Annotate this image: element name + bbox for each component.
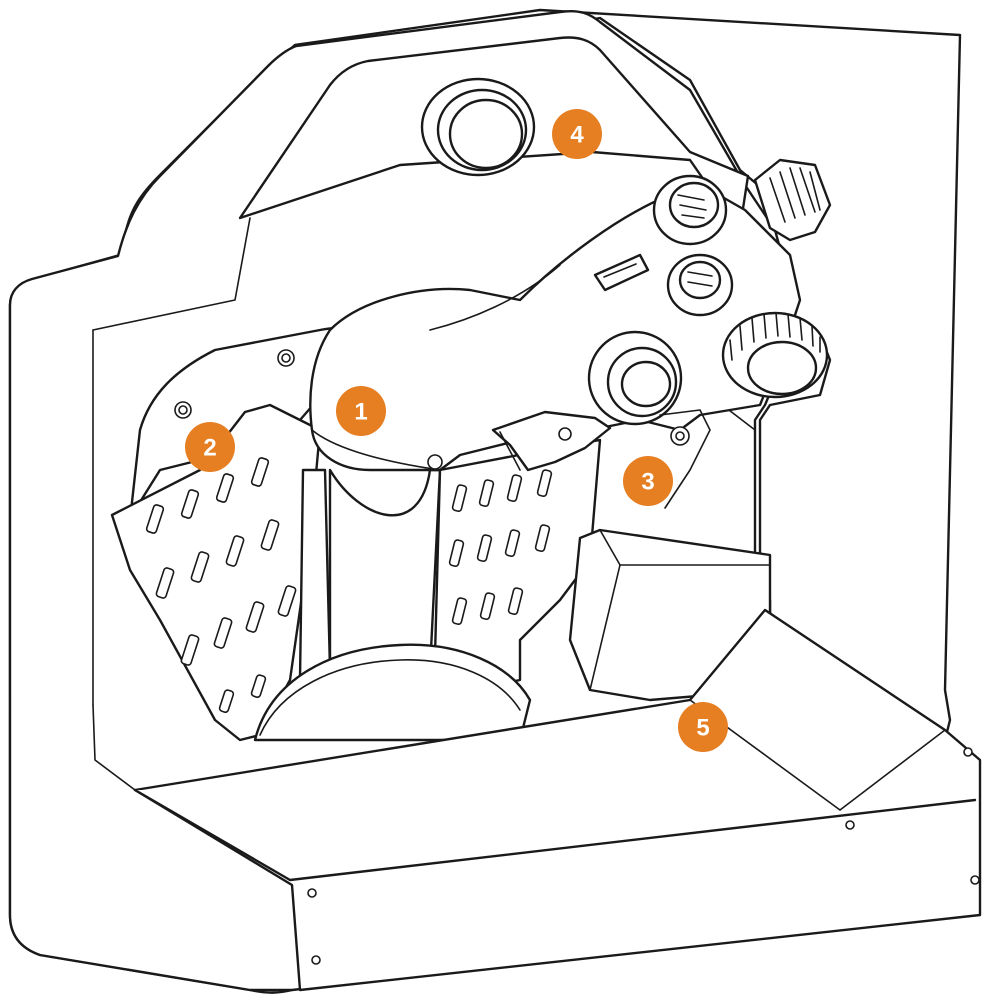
callout-3-dot (623, 456, 673, 506)
top-knob (420, 77, 536, 177)
callout-2: 2 (185, 422, 235, 472)
left-slotted-plate (110, 403, 322, 742)
callout-2-dot (185, 422, 235, 472)
callout-4-dot (552, 109, 602, 159)
joystick-grip (309, 158, 832, 509)
right-slots (448, 469, 553, 625)
callout-1: 1 (336, 386, 386, 436)
callout-4-label: 4 (570, 122, 584, 149)
callout-5-dot (678, 702, 728, 752)
callout-2-label: 2 (203, 435, 216, 462)
front-base-box (133, 608, 982, 992)
left-slots (145, 457, 297, 714)
callout-1-label: 1 (354, 399, 367, 426)
callout-3: 3 (623, 456, 673, 506)
callout-1-dot (336, 386, 386, 436)
callout-5-label: 5 (696, 715, 709, 742)
callout-3-label: 3 (641, 469, 654, 496)
right-slotted-plate (433, 438, 602, 692)
base-disk (253, 643, 532, 742)
callout-4: 4 (552, 109, 602, 159)
callout-5: 5 (678, 702, 728, 752)
